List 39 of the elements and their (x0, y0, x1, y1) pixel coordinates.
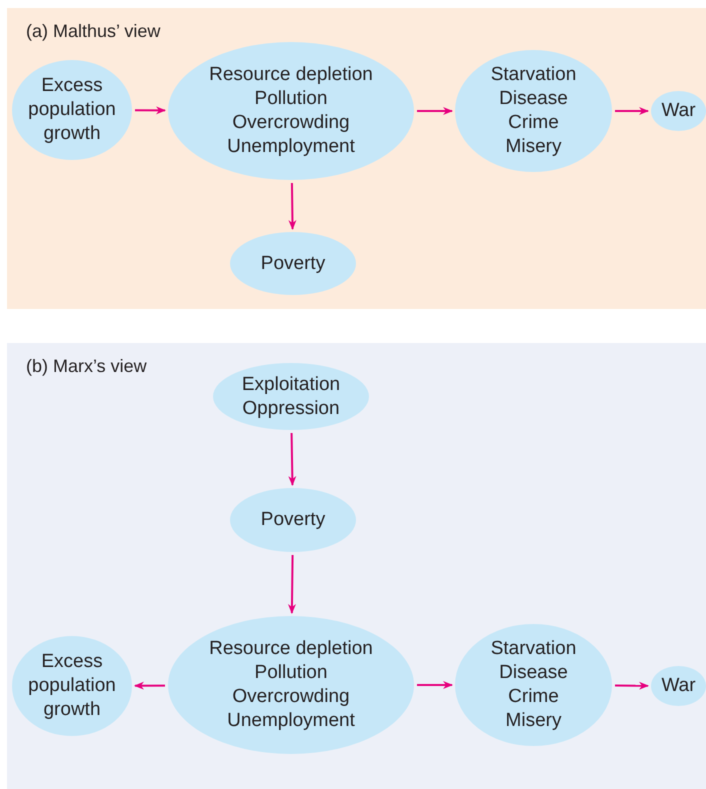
arrow (417, 681, 453, 689)
node-text: Overcrowding (232, 685, 350, 709)
arrow (288, 432, 296, 486)
panel-title: (a) Malthus’ view (26, 20, 160, 43)
node-text: Pollution (254, 661, 328, 685)
node-text: Excess population growth (27, 74, 117, 146)
node-text: Disease (499, 661, 568, 685)
node-text: Crime (508, 111, 559, 135)
node-text: War (661, 674, 696, 698)
node-text: Starvation (490, 63, 576, 87)
arrow (135, 106, 166, 114)
ellipse-node (651, 666, 706, 706)
arrow (288, 182, 296, 230)
node-text: Unemployment (227, 135, 355, 159)
arrow (614, 682, 649, 690)
node-text: Misery (506, 709, 562, 733)
arrow (615, 107, 649, 115)
arrow (288, 554, 296, 614)
node-text: Overcrowding (232, 111, 350, 135)
node-text: Pollution (254, 87, 328, 111)
panel-background (7, 343, 706, 789)
panel-title: (b) Marx’s view (26, 355, 147, 378)
node-text: Crime (508, 685, 559, 709)
node-text: Poverty (260, 508, 326, 532)
node-text: Starvation (490, 637, 576, 661)
node-text: Resource depletion (209, 63, 373, 87)
panel-background (7, 8, 706, 309)
node-text: Resource depletion (209, 637, 373, 661)
node-text: Exploitation (242, 372, 340, 396)
node-text: War (661, 99, 696, 123)
node-text: Excess population growth (27, 650, 117, 722)
ellipse-node (651, 91, 706, 131)
node-text: Unemployment (227, 709, 355, 733)
arrow (134, 682, 165, 690)
node-text: Misery (506, 135, 562, 159)
node-text: Poverty (260, 252, 326, 276)
node-text: Oppression (242, 396, 340, 420)
node-text: Disease (499, 87, 568, 111)
arrow (417, 107, 453, 115)
